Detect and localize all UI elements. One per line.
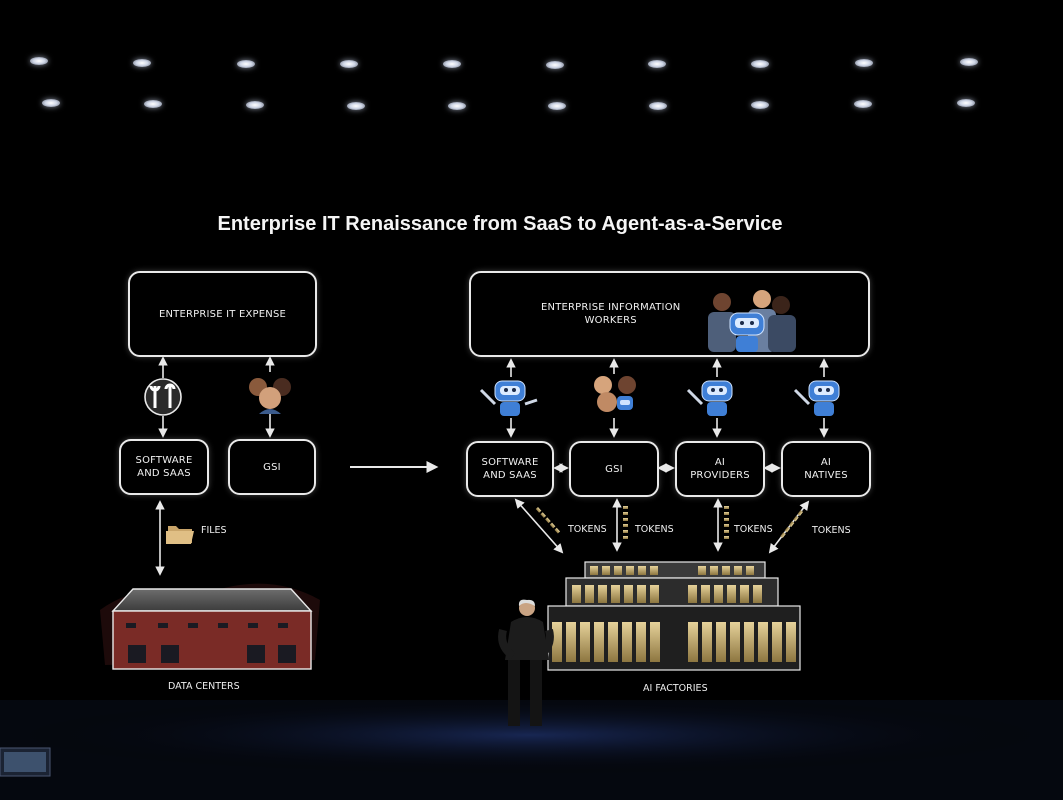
tools-icon [144, 378, 182, 416]
workers-group-icon [708, 290, 796, 352]
people-icon [249, 378, 291, 414]
robot-icon [686, 380, 733, 416]
box-label: SOFTWARE AND SAAS [481, 457, 539, 481]
robot-icon [479, 380, 538, 416]
light-icon [546, 61, 564, 69]
light-icon [246, 101, 264, 109]
slide-title: Enterprise IT Renaissance from SaaS to A… [217, 213, 783, 235]
token-chips [535, 506, 803, 539]
stage-monitor [0, 747, 51, 777]
arrow-tokens-1 [514, 498, 564, 554]
light-icon [855, 59, 873, 67]
light-icon [443, 60, 461, 68]
light-icon [42, 99, 60, 107]
tokens-label: TOKENS [734, 524, 773, 535]
box-left-gsi: GSI [228, 439, 316, 495]
box-right-gsi: GSI [569, 441, 659, 497]
light-icon [751, 101, 769, 109]
light-icon [144, 100, 162, 108]
light-icon [751, 60, 769, 68]
box-label: ENTERPRISE IT EXPENSE [158, 308, 287, 320]
light-icon [960, 58, 978, 66]
data-centers-label: DATA CENTERS [168, 681, 240, 692]
tokens-label: TOKENS [635, 524, 674, 535]
light-icon [347, 102, 365, 110]
people-icon [594, 376, 636, 412]
box-label: ENTERPRISE INFORMATION WORKERS [541, 302, 681, 326]
box-enterprise-information-workers: ENTERPRISE INFORMATION WORKERS [469, 271, 870, 357]
light-icon [340, 60, 358, 68]
datacenter-icon [100, 583, 320, 670]
arrow-tokens-4 [768, 500, 810, 554]
box-label: GSI [605, 463, 623, 475]
light-icon [448, 102, 466, 110]
light-icon [30, 57, 48, 65]
server-units [552, 566, 796, 662]
presenter-figure [498, 599, 554, 726]
stage-glow [10, 695, 1050, 775]
light-icon [548, 102, 566, 110]
folder-icon [166, 526, 194, 544]
box-ai-providers: AI PROVIDERS [675, 441, 765, 497]
tokens-label: TOKENS [812, 525, 851, 536]
light-icon [237, 60, 255, 68]
light-icon [854, 100, 872, 108]
light-icon [649, 102, 667, 110]
box-ai-natives: AI NATIVES [781, 441, 871, 497]
box-label: AI PROVIDERS [690, 457, 750, 481]
light-icon [957, 99, 975, 107]
box-right-software-saas: SOFTWARE AND SAAS [466, 441, 554, 497]
box-label: SOFTWARE AND SAAS [135, 455, 193, 479]
box-label: GSI [263, 461, 281, 473]
light-icon [133, 59, 151, 67]
light-icon [648, 60, 666, 68]
box-enterprise-it-expense: ENTERPRISE IT EXPENSE [128, 271, 317, 357]
files-label: FILES [201, 525, 227, 536]
box-label: AI NATIVES [804, 457, 848, 481]
ai-factories-label: AI FACTORIES [643, 683, 708, 694]
tokens-label: TOKENS [568, 524, 607, 535]
box-left-software-saas: SOFTWARE AND SAAS [119, 439, 209, 495]
robot-icon [793, 380, 840, 416]
